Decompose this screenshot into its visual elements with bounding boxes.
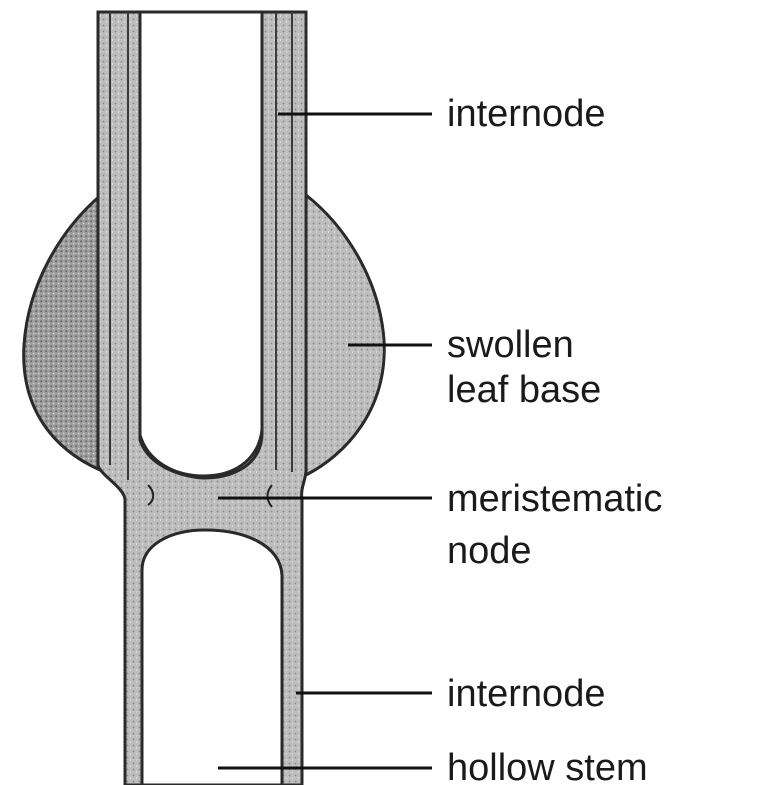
lower-hollow-cavity [142, 530, 282, 785]
label-internode-top: internode [447, 93, 605, 135]
label-leaf-base: leaf base [447, 369, 601, 411]
label-hollow-stem: hollow stem [447, 747, 648, 785]
right-swollen-leaf-base [306, 195, 384, 475]
label-node: node [447, 530, 532, 572]
label-internode-bottom: internode [447, 673, 605, 715]
label-swollen: swollen [447, 324, 574, 366]
label-meristematic: meristematic [447, 478, 662, 520]
left-swollen-leaf-base [24, 195, 101, 470]
upper-hollow-cavity [140, 12, 262, 476]
